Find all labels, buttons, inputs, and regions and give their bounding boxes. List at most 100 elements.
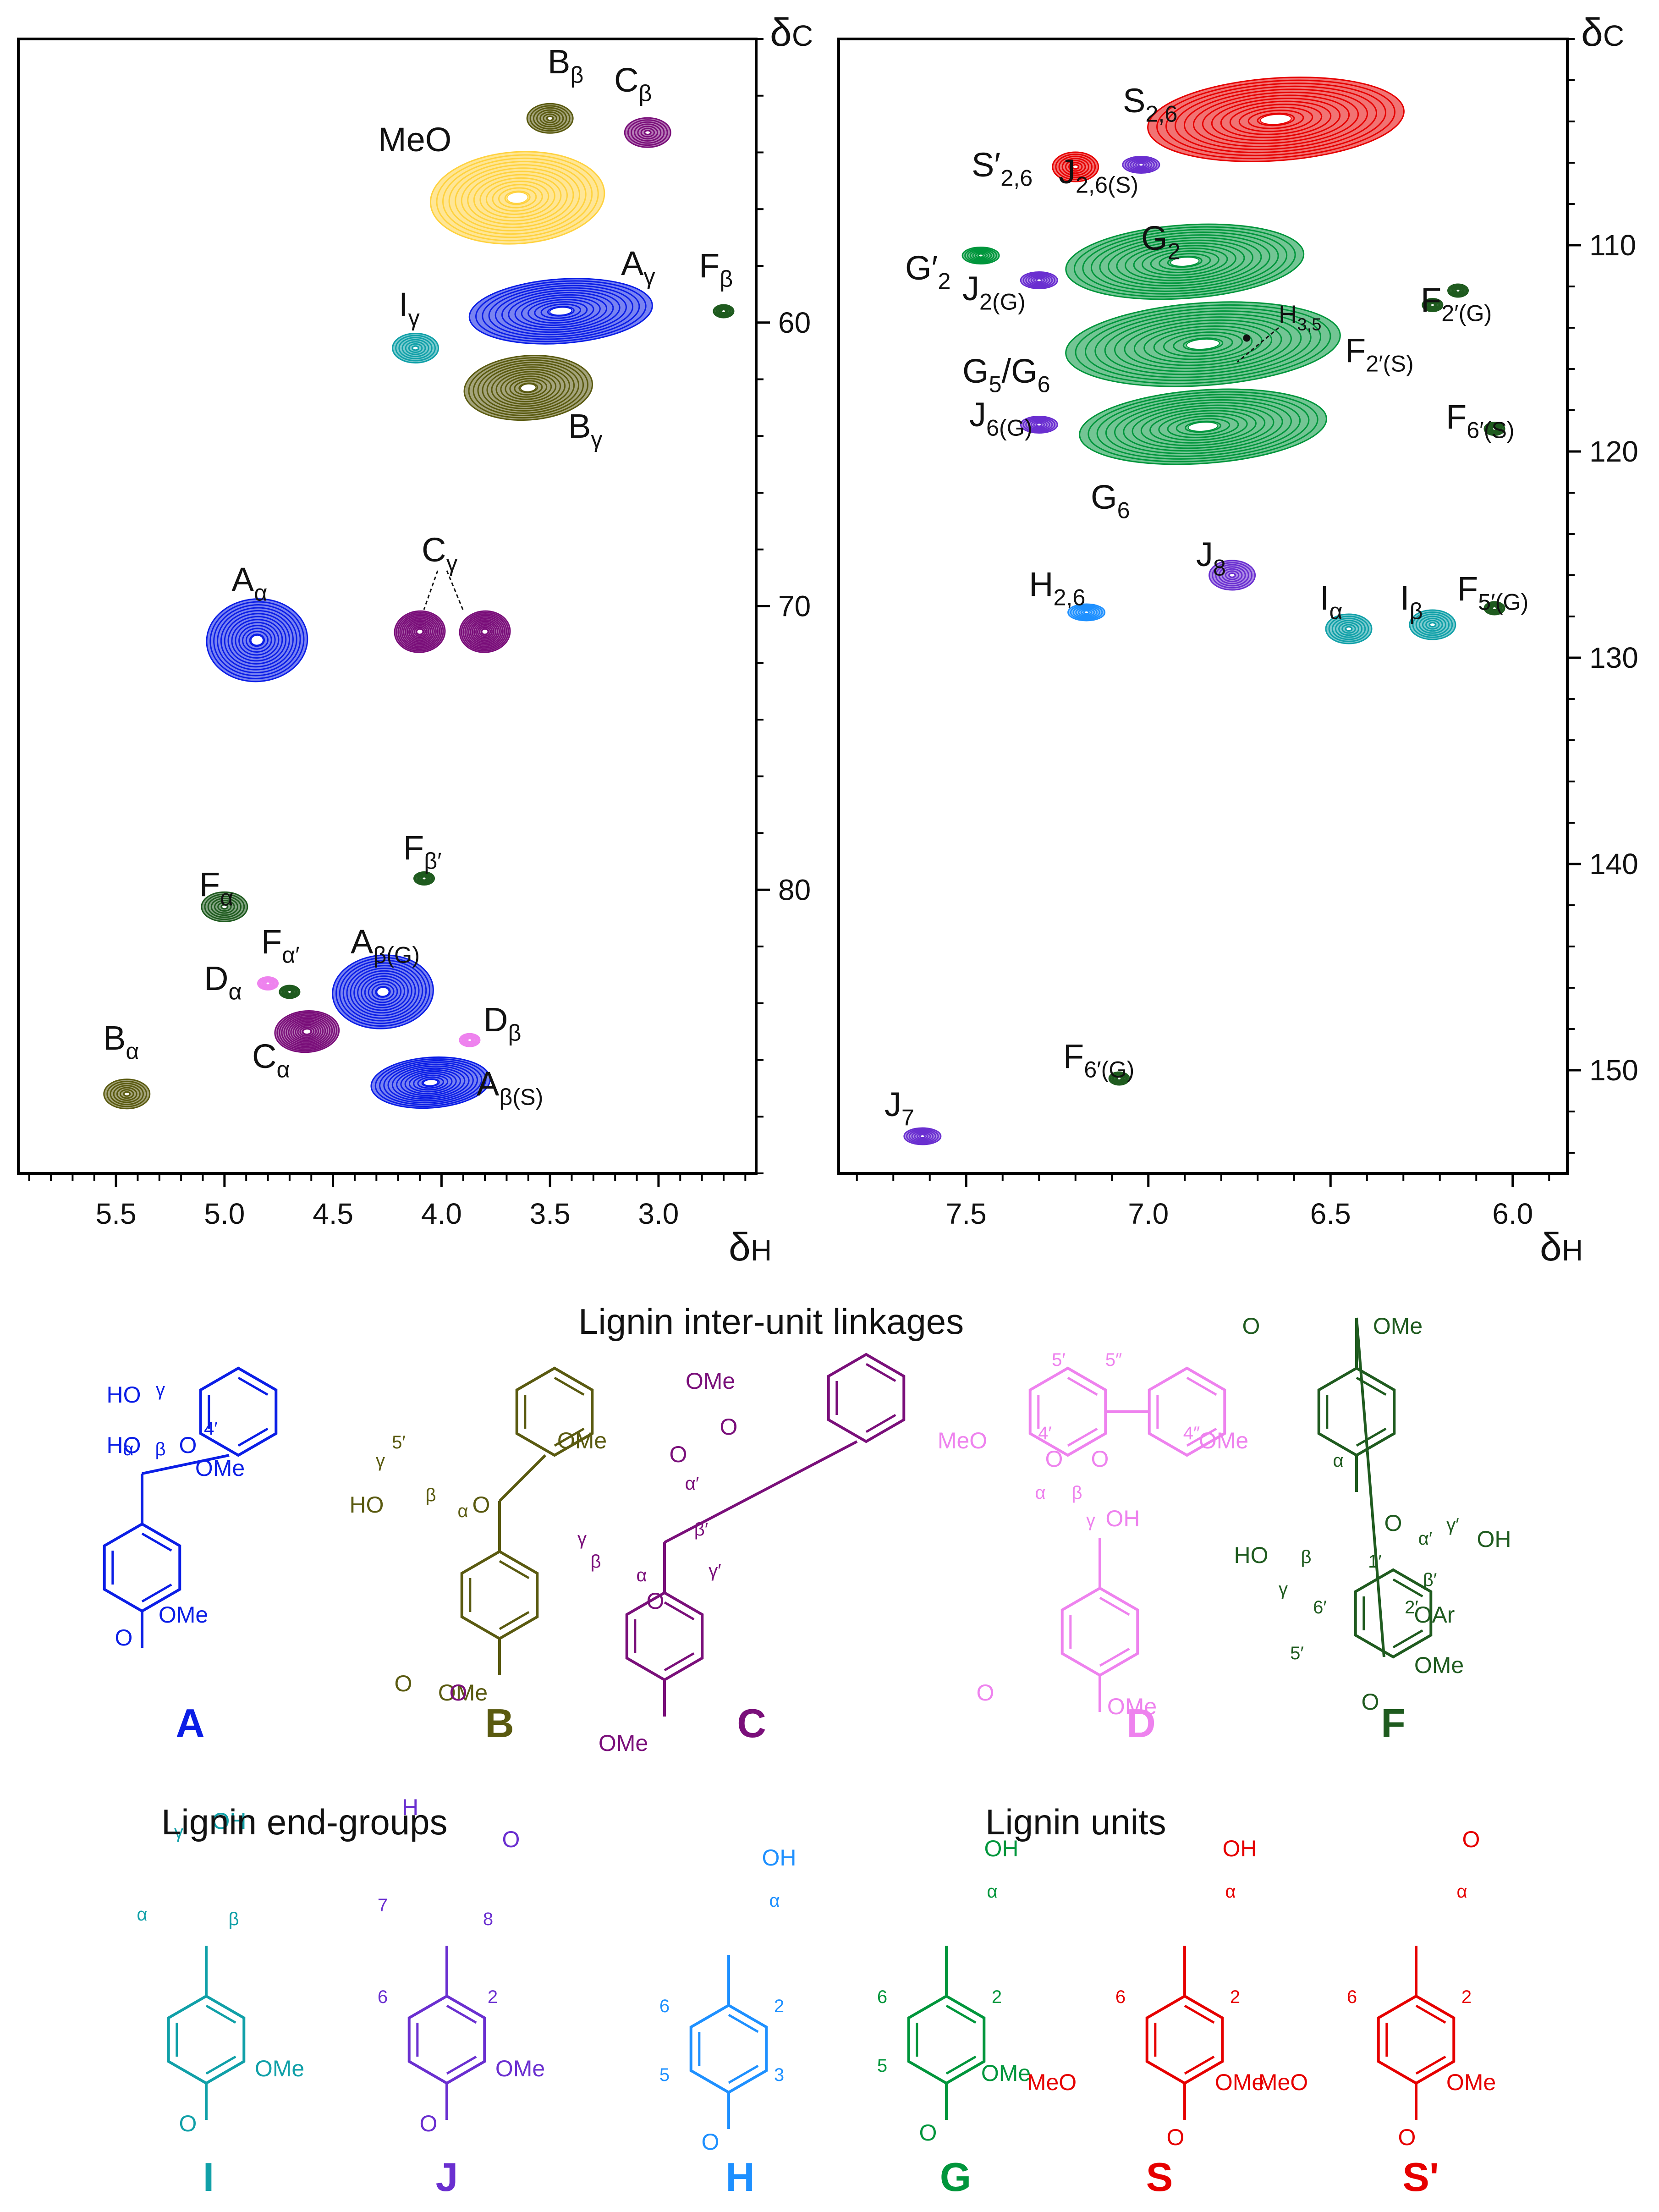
contour-peak [463, 355, 593, 421]
peak-label: Aβ(G) [351, 923, 420, 968]
structure-text: 6′ [1313, 1597, 1327, 1618]
peak-label: G′2 [905, 249, 950, 294]
structure-text: OMe [599, 1730, 648, 1756]
peak-label: Aα [231, 561, 267, 606]
bond [498, 1454, 547, 1502]
structure-text: HO [1234, 1542, 1269, 1568]
contour-peak [1422, 298, 1444, 312]
x-axis-symbol: δH [729, 1225, 772, 1269]
peak-label: Bβ [548, 43, 583, 88]
structure-text: O [702, 2129, 720, 2155]
structure-text: OMe [1373, 1313, 1423, 1339]
structure-text: OAr [1414, 1602, 1455, 1628]
benzene-ring [625, 1591, 704, 1682]
benzene-ring [1377, 1994, 1456, 2085]
peak-label: S′2,6 [972, 146, 1033, 191]
structure-text: OMe [1107, 1694, 1157, 1719]
structure-text: 2 [774, 1996, 784, 2016]
structure-text: α [1225, 1882, 1236, 1902]
structure-text: O [1462, 1827, 1480, 1852]
contour-peak [1483, 601, 1505, 616]
structure-text: γ [1086, 1510, 1095, 1530]
benzene-ring [1148, 1366, 1226, 1457]
structure-text: HO [350, 1492, 384, 1518]
structure-text: α [1035, 1483, 1045, 1503]
benzene-ring [460, 1550, 539, 1640]
double-bond [141, 1532, 172, 1552]
double-bond [664, 1601, 695, 1621]
peak-label: Aγ [621, 244, 655, 290]
double-bond [1415, 2004, 1446, 2024]
contour-peak [1122, 156, 1160, 174]
structure-text: β′ [1423, 1570, 1437, 1590]
structure-text: MeO [938, 1428, 987, 1453]
structure-text: 5 [659, 2065, 670, 2085]
double-bond [664, 1652, 695, 1672]
peak-label: H2,6 [1029, 565, 1085, 611]
x-tick-label: 3.5 [530, 1197, 571, 1230]
structure-id: C [737, 1700, 766, 1746]
contour-peak [103, 1078, 151, 1110]
structure-text: γ [1279, 1579, 1288, 1599]
structure-text: O [919, 2120, 937, 2146]
structure-text: α′ [685, 1474, 699, 1494]
double-bond [1392, 1629, 1423, 1649]
structure-text: 6 [378, 1987, 388, 2007]
plot-frame [837, 38, 1569, 1175]
double-bond [1186, 1427, 1217, 1447]
peak-label: Fβ [699, 247, 733, 292]
structure-text: 6 [1347, 1987, 1357, 2007]
structure-text: OH [984, 1836, 1019, 1861]
endgroups-title: Lignin end-groups [161, 1802, 448, 1842]
contour-peak [468, 278, 653, 345]
structure-text: H [402, 1794, 418, 1820]
benzene-ring [103, 1522, 181, 1613]
double-bond [1099, 1647, 1130, 1667]
structure-id: I [203, 2154, 214, 2200]
structure-text: OMe [159, 1602, 208, 1628]
contour-peak [1209, 560, 1256, 591]
peak-label: Iα [1320, 579, 1343, 624]
double-bond [237, 1427, 269, 1447]
contour-peak [1108, 1071, 1130, 1086]
structure-text: O [472, 1492, 490, 1518]
peak-label: J2(G) [962, 270, 1026, 315]
double-bond [1067, 1427, 1098, 1447]
structure-text: O [450, 1680, 467, 1706]
structure-text: 3 [774, 2065, 784, 2085]
double-bond [141, 1583, 172, 1603]
structure-text: β [425, 1485, 436, 1505]
double-bond [499, 1560, 530, 1579]
contour-peak [257, 976, 279, 990]
structure-text: HO [107, 1432, 141, 1458]
x-tick-label: 7.5 [946, 1197, 987, 1230]
double-bond [728, 2014, 759, 2033]
y-axis-symbol: δC [1581, 11, 1624, 55]
structure-text: 6 [1115, 1987, 1126, 2007]
structure-text: O [1045, 1446, 1063, 1472]
structure-text: α [769, 1891, 780, 1911]
double-bond [446, 2055, 477, 2075]
contour-peak [429, 151, 605, 245]
structure-text: β′ [694, 1519, 709, 1540]
structure-text: HO [107, 1382, 141, 1408]
structure-text: 1′ [1368, 1552, 1382, 1572]
structure-text: 4′ [1038, 1423, 1052, 1443]
structure-text: 2 [992, 1987, 1002, 2007]
structure-text: α [457, 1501, 468, 1521]
double-bond [1186, 1376, 1217, 1396]
x-tick-label: 6.0 [1492, 1197, 1533, 1230]
peak-label: Fβ′ [403, 829, 442, 874]
double-bond [554, 1427, 585, 1447]
structure-text: β [1301, 1547, 1311, 1567]
peak-label: MeO [378, 121, 451, 159]
benzene-ring [515, 1366, 594, 1457]
contour-peak [1079, 388, 1327, 465]
